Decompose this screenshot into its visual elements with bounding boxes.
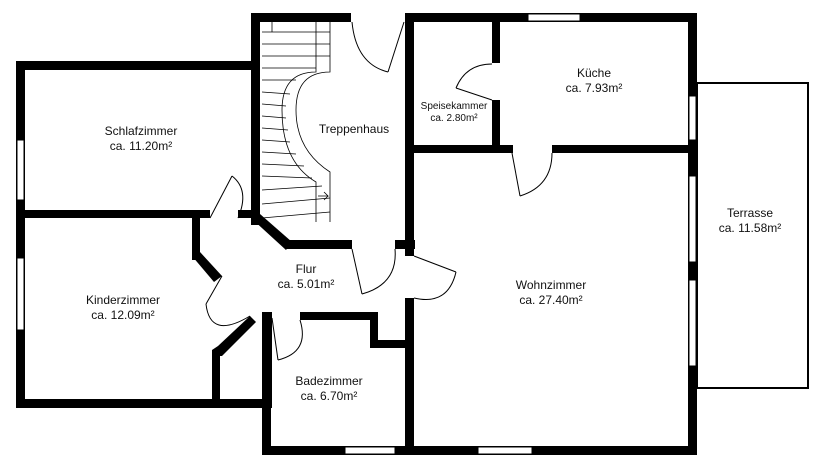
room-name: Wohnzimmer bbox=[515, 278, 587, 292]
room-label-kueche: Küche ca. 7.93m² bbox=[566, 66, 623, 96]
room-name: Badezimmer bbox=[295, 374, 363, 388]
staircase bbox=[261, 22, 331, 222]
windows bbox=[16, 13, 697, 455]
room-label-terrasse: Terrasse ca. 11.58m² bbox=[719, 206, 781, 236]
room-label-wohnzimmer: Wohnzimmer ca. 27.40m² bbox=[516, 278, 586, 308]
doors bbox=[205, 21, 553, 361]
window-wohnzimmer-right-upper bbox=[688, 175, 697, 263]
window-kinderzimmer bbox=[16, 257, 25, 331]
window-schlafzimmer bbox=[16, 139, 25, 201]
room-area: ca. 5.01m² bbox=[277, 277, 335, 291]
terrace-outline bbox=[696, 82, 809, 389]
room-name: Schlafzimmer bbox=[104, 124, 178, 138]
window-kueche-top bbox=[527, 13, 581, 22]
room-name: Flur bbox=[295, 262, 317, 276]
room-label-speisekammer: Speisekammer ca. 2.80m² bbox=[421, 101, 488, 125]
room-label-schlafzimmer: Schlafzimmer ca. 11.20m² bbox=[105, 124, 178, 154]
room-name: Treppenhaus bbox=[318, 122, 390, 136]
window-kueche-right bbox=[688, 95, 697, 141]
room-label-treppenhaus: Treppenhaus bbox=[319, 122, 389, 137]
room-area: ca. 11.58m² bbox=[718, 221, 782, 235]
room-label-flur: Flur ca. 5.01m² bbox=[278, 262, 335, 292]
window-badezimmer bbox=[344, 446, 396, 455]
room-area: ca. 7.93m² bbox=[565, 81, 623, 95]
room-area: ca. 2.80m² bbox=[430, 113, 478, 124]
room-name: Speisekammer bbox=[420, 101, 488, 112]
room-name: Küche bbox=[576, 66, 612, 80]
room-area: ca. 6.70m² bbox=[300, 389, 358, 403]
room-name: Kinderzimmer bbox=[85, 293, 161, 307]
room-name: Terrasse bbox=[726, 206, 774, 220]
window-wohnzimmer-bottom bbox=[477, 446, 533, 455]
window-wohnzimmer-right-lower bbox=[688, 279, 697, 367]
room-label-badezimmer: Badezimmer ca. 6.70m² bbox=[295, 374, 362, 404]
interior-walls bbox=[16, 13, 697, 455]
room-area: ca. 12.09m² bbox=[91, 308, 155, 322]
room-area: ca. 11.20m² bbox=[109, 139, 173, 153]
room-area: ca. 27.40m² bbox=[519, 293, 583, 307]
room-label-kinderzimmer: Kinderzimmer ca. 12.09m² bbox=[86, 293, 160, 323]
